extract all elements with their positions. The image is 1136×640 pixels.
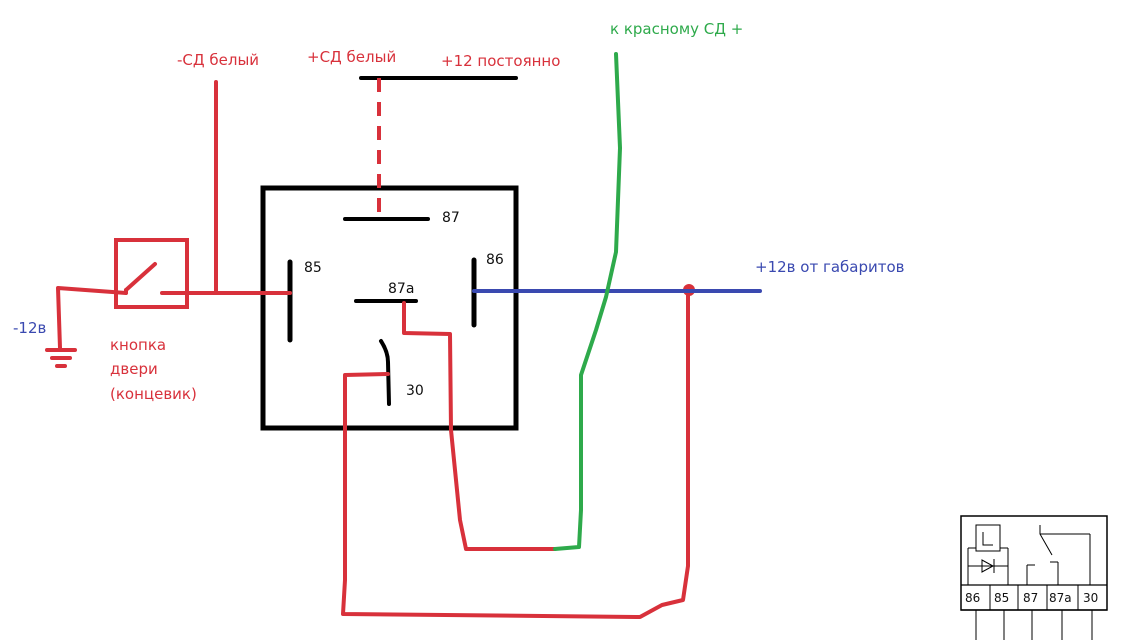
pin-label-87a: 87а [388,281,414,297]
legend-pin-85: 85 [994,591,1009,605]
pin-label-30: 30 [406,383,424,399]
red-led-plus-wire [553,52,622,551]
diode-icon [968,559,1008,573]
label-to-red-sd-plus: к красному СД + [610,20,743,38]
label-door-button-2: двери [110,360,158,378]
relay-pinout-legend: 86 85 87 87а 30 [960,515,1108,640]
door-switch-box [114,238,189,309]
legend-pin-86: 86 [965,591,980,605]
label-plus12-constant: +12 постоянно [441,52,560,70]
label-door-button-3: (концевик) [110,385,197,403]
legend-pin-30: 30 [1083,591,1098,605]
switch-icon [124,262,157,295]
pin-label-87: 87 [442,210,460,226]
label-door-button-1: кнопка [110,336,166,354]
label-minus12: -12в [13,319,46,337]
relay-switch-legend-icon [1026,525,1091,585]
relay-contact-30 [379,339,391,406]
relay-87a-wire [402,301,557,551]
label-plus12-from-marker: +12в от габаритов [755,258,905,276]
ground-lead-wire [56,286,128,350]
legend-pin-87: 87 [1023,591,1038,605]
label-minus-sd-white: -СД белый [177,51,259,69]
label-plus-sd-white: +СД белый [307,48,396,66]
relay-30-wire [341,288,690,619]
pin-label-85: 85 [304,260,322,276]
legend-pin-87a: 87а [1049,591,1072,605]
ground-icon [45,348,77,368]
pin-label-86: 86 [486,252,504,268]
